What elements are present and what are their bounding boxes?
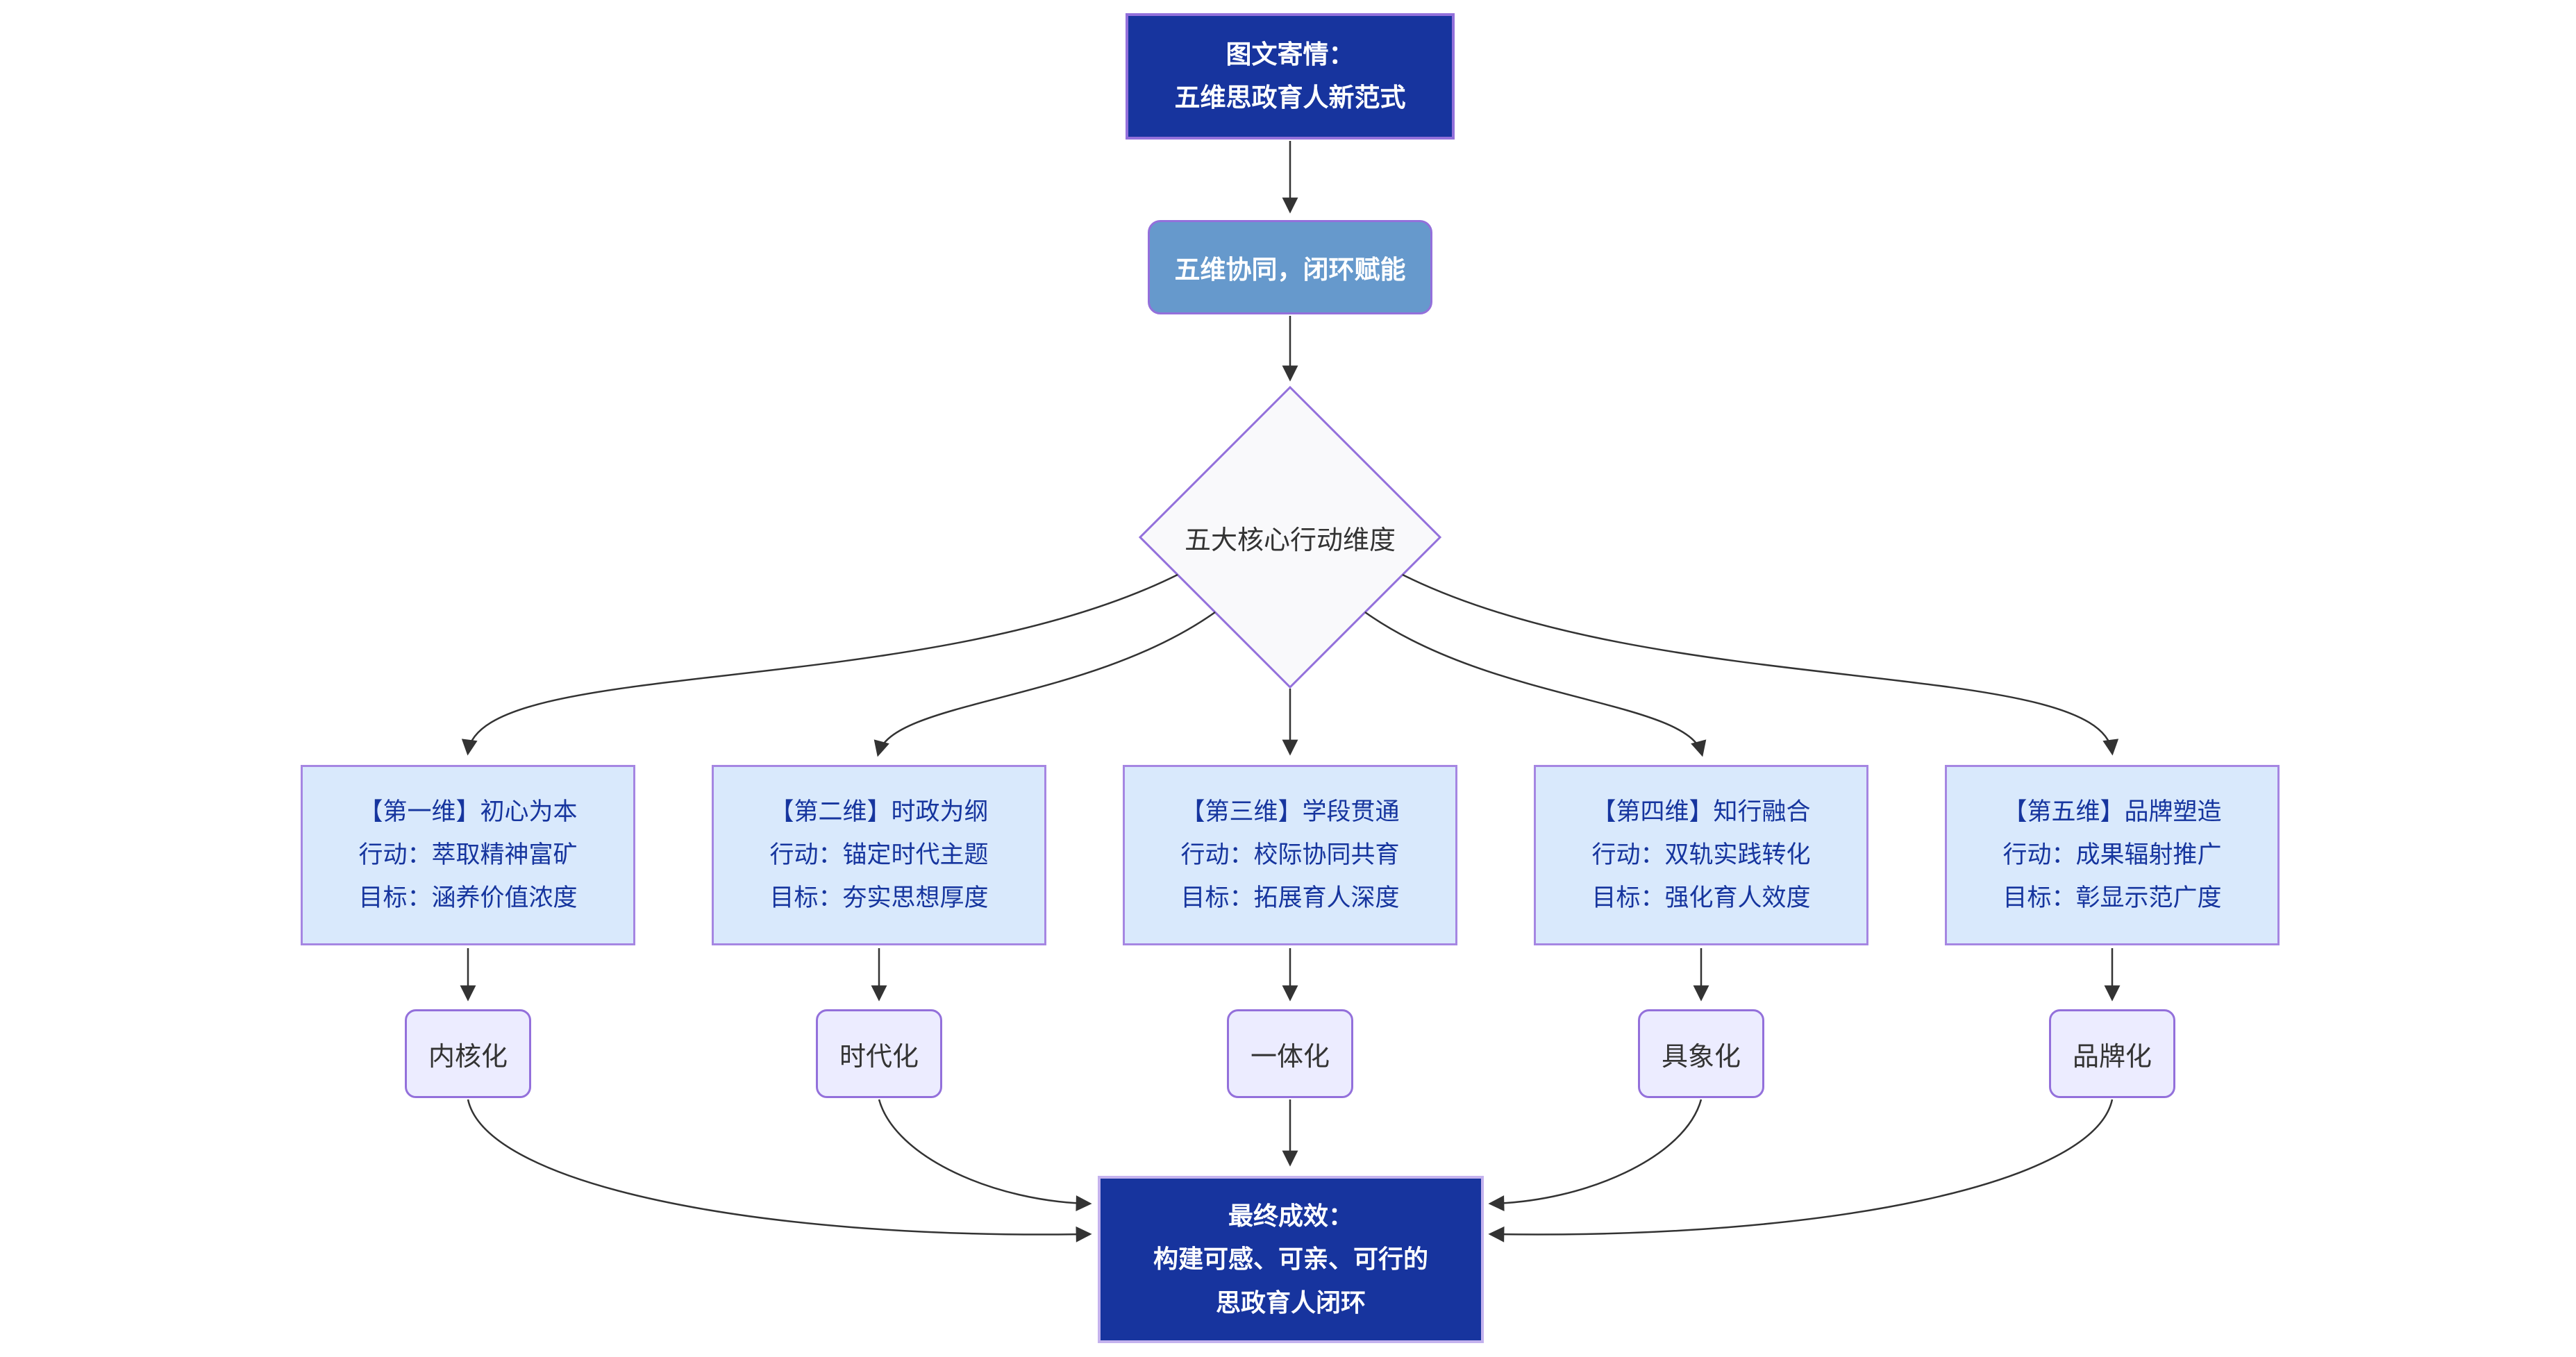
edge-keyword1-final [467, 1099, 1092, 1242]
dimension-node-2: 【第二维】时政为纲 行动：锚定时代主题 目标：夯实思想厚度 [712, 765, 1046, 945]
dimension-node-1: 【第一维】初心为本 行动：萃取精神富矿 目标：涵养价值浓度 [301, 765, 635, 945]
dimension-node-3: 【第三维】学段贯通 行动：校际协同共育 目标：拓展育人深度 [1123, 765, 1457, 945]
edge-keyword4-final [1488, 1099, 1703, 1212]
edge-decision-dim4 [1364, 611, 1707, 757]
dimension-node-4: 【第四维】知行融合 行动：双轨实践转化 目标：强化育人效度 [1534, 765, 1868, 945]
edge-decision-dim2 [873, 611, 1216, 757]
dimension-node-5: 【第五维】品牌塑造 行动：成果辐射推广 目标：彰显示范广度 [1945, 765, 2280, 945]
keyword-node-1: 内核化 [405, 1009, 531, 1098]
edge-keyword5-final [1488, 1099, 2114, 1242]
keyword-node-2: 时代化 [816, 1009, 942, 1098]
final-node: 最终成效： 构建可感、可亲、可行的 思政育人闭环 [1098, 1176, 1484, 1343]
edge-decision-dim5 [1402, 573, 2119, 756]
decision-node-label: 五大核心行动维度 [1184, 525, 1396, 555]
keyword-node-3: 一体化 [1227, 1009, 1353, 1098]
keyword-node-4: 具象化 [1638, 1009, 1764, 1098]
keyword-node-5: 品牌化 [2049, 1009, 2175, 1098]
edge-decision-dim1 [461, 573, 1178, 756]
edge-keyword2-final [878, 1099, 1092, 1212]
strategy-node: 五维协同，闭环赋能 [1148, 220, 1432, 314]
root-node: 图文寄情： 五维思政育人新范式 [1126, 13, 1455, 140]
